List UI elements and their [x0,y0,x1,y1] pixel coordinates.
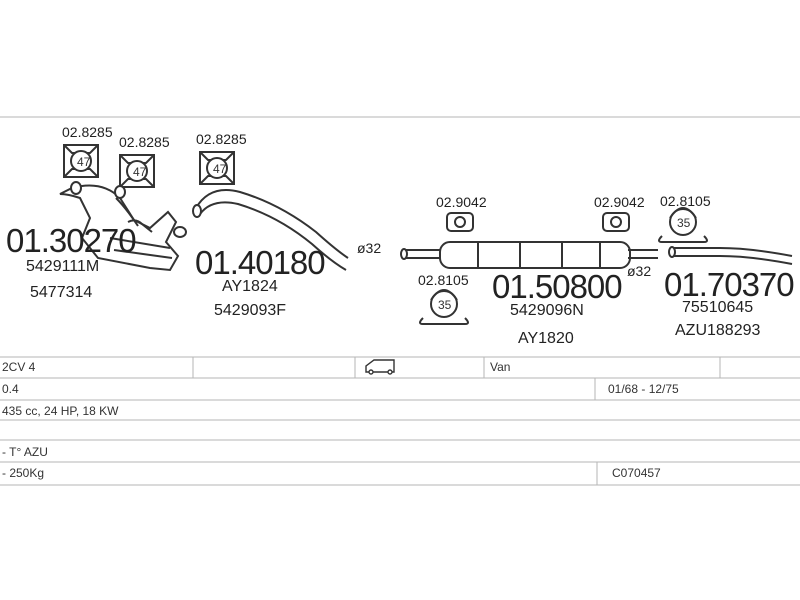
clamp-size-47-2: 47 [133,165,147,179]
manifold-part [59,181,187,272]
part-ref-center-silencer-1: 5429096N [510,302,584,319]
part-ref-tail-pipe-1: 75510645 [682,299,754,316]
clamp-code-1: 02.8285 [62,124,113,140]
vehicle-version: 0.4 [2,382,19,396]
vehicle-code: C070457 [612,466,661,480]
part-ref-front-pipe-2: 5429093F [214,302,287,319]
vehicle-note: - T° AZU [2,445,48,459]
part-code-manifold: 01.30270 [6,222,137,259]
vehicle-years: 01/68 - 12/75 [608,382,679,396]
clamp-35-icon-1 [658,207,708,243]
vehicle-engine: 435 cc, 24 HP, 18 KW [2,404,119,418]
part-ref-tail-pipe-2: AZU188293 [675,322,761,339]
clamp-size-47-1: 47 [77,155,91,169]
part-ref-manifold-1: 5429111M [26,258,100,275]
center-silencer-part [400,241,658,269]
clamp-code-3: 02.8285 [196,131,247,147]
rubber-mount-icon-2 [602,212,630,232]
clamp-code-2: 02.8285 [119,134,170,150]
clamp-35-icon-2 [419,289,469,325]
clamp-47-icon-2 [119,154,155,188]
tail-pipe-part [668,246,793,265]
clamp-size-47-3: 47 [213,162,227,176]
part-code-center-silencer: 01.50800 [492,268,623,305]
pipe-diameter-2: ø32 [627,263,652,279]
part-code-front-pipe: 01.40180 [195,244,326,281]
rubber-mount-code-2: 02.9042 [594,194,645,210]
clamp-47-icon-1 [63,144,99,178]
rubber-mount-code-1: 02.9042 [436,194,487,210]
van-icon [365,359,395,375]
vehicle-model: 2CV 4 [2,360,36,374]
clamp-code-4: 02.8105 [660,193,711,209]
clamp-size-35-1: 35 [677,216,691,230]
pipe-diameter-1: ø32 [357,240,382,256]
clamp-47-icon-3 [199,151,235,185]
clamp-size-35-2: 35 [438,298,452,312]
part-code-tail-pipe: 01.70370 [664,266,795,303]
part-ref-center-silencer-2: AY1820 [518,330,574,347]
front-pipe-part [192,189,349,271]
info-table-lines [0,356,800,486]
clamp-code-5: 02.8105 [418,272,469,288]
rubber-mount-icon-1 [446,212,474,232]
part-ref-front-pipe-1: AY1824 [222,278,278,295]
vehicle-load: - 250Kg [2,466,45,480]
part-ref-manifold-2: 5477314 [30,284,93,301]
vehicle-body-type: Van [490,360,511,374]
